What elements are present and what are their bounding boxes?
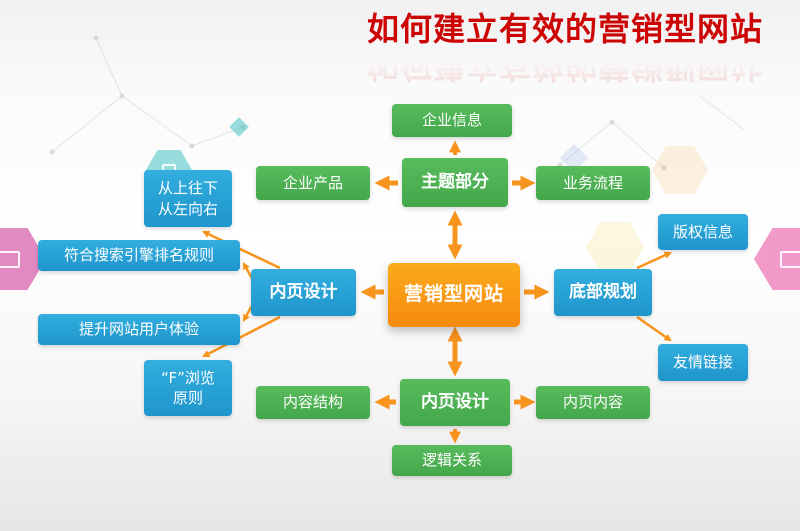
node-logical-relations: 逻辑关系 — [392, 445, 512, 476]
node-footer-planning: 底部规划 — [554, 269, 652, 316]
node-inner-page-content: 内页内容 — [536, 386, 650, 419]
node-marketing-website: 营销型网站 — [388, 263, 520, 327]
node-enterprise-products: 企业产品 — [256, 166, 370, 200]
arrow-footer-to-copyright — [636, 251, 673, 270]
decor-diamond-small-teal — [229, 117, 249, 137]
page-title-reflection: 如何建立有效的营销型网站 — [366, 47, 763, 85]
node-business-process: 业务流程 — [536, 166, 650, 200]
page-title: 如何建立有效的营销型网站 — [366, 10, 763, 48]
node-user-experience: 提升网站用户体验 — [38, 314, 240, 345]
decor-hexagon-right — [754, 228, 800, 290]
node-reading-order: 从上往下 从左向右 — [144, 170, 232, 227]
node-content-structure: 内容结构 — [256, 386, 370, 419]
node-f-browsing-principle: “F”浏览 原则 — [144, 360, 232, 416]
picture-icon — [0, 250, 20, 268]
node-copyright-info: 版权信息 — [658, 214, 748, 250]
node-inner-page-design-bottom: 内页设计 — [400, 379, 510, 426]
arrow-footer-to-links — [636, 315, 672, 342]
decor-hexagon-orange — [652, 146, 708, 194]
camera-icon — [780, 250, 800, 268]
node-friend-links: 友情链接 — [658, 344, 748, 381]
node-inner-page-design-left: 内页设计 — [251, 269, 356, 316]
node-seo-ranking-rules: 符合搜索引擎排名规则 — [38, 240, 240, 271]
decor-hexagon-yellow — [586, 222, 644, 272]
node-theme-section: 主题部分 — [402, 158, 508, 207]
node-enterprise-info: 企业信息 — [392, 104, 512, 137]
